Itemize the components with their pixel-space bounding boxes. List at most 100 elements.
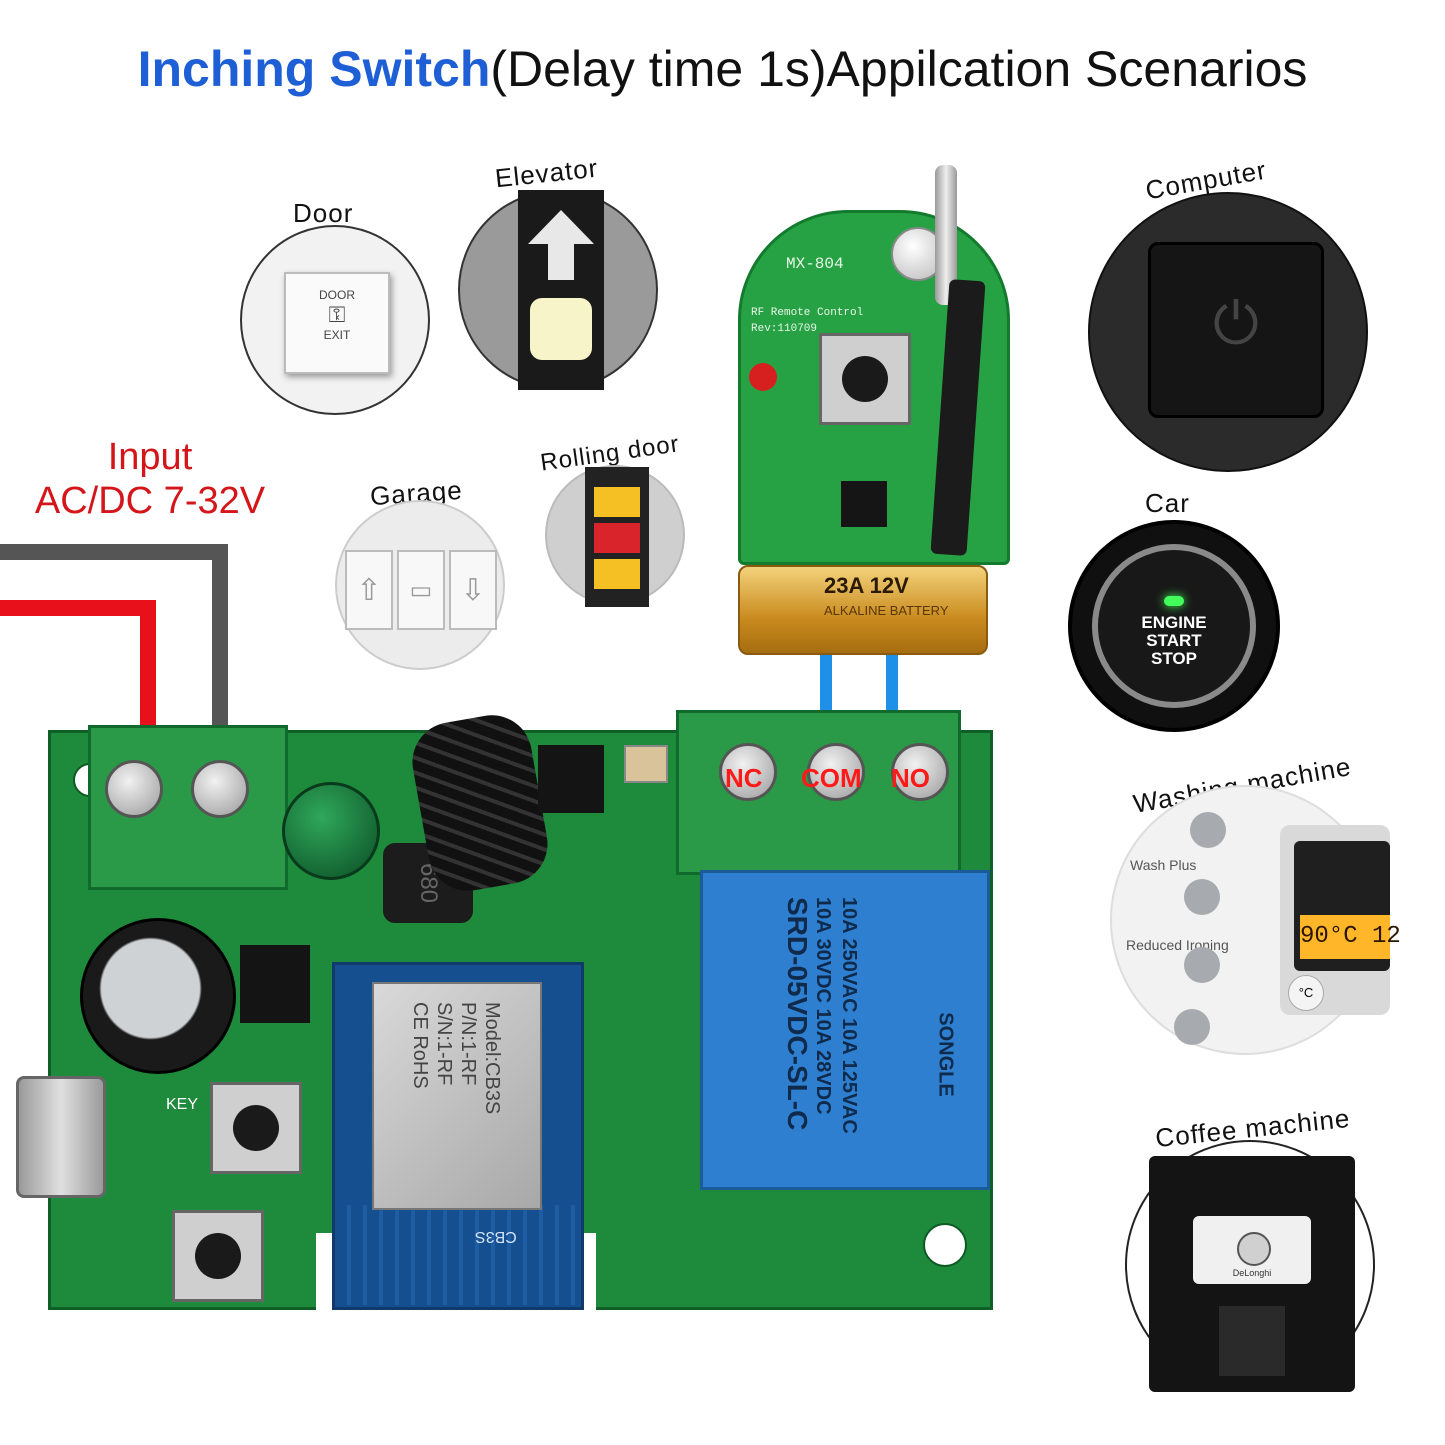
relay-rating-text: 10A 250VAC 10A 125VAC 10A 30VDC 10A 28VD…: [782, 897, 862, 1197]
engine-button-text: ENGINE START STOP: [1098, 614, 1250, 668]
car-circle: ENGINE START STOP: [1068, 520, 1280, 732]
coffee-machine-circle: DeLonghi: [1125, 1140, 1375, 1392]
terminal-label-nc: NC: [725, 763, 763, 793]
engine-text-line2: START: [1146, 631, 1202, 650]
rolling-stop-button: [594, 523, 640, 553]
washer-temp-button: °C: [1288, 975, 1324, 1011]
wifi-module-shield: Model:CB3S P/N:1-RF S/N:1-RF CE RoHS: [372, 982, 542, 1210]
terminal-screw-nc: [719, 743, 777, 801]
coffee-dial-knob: [1237, 1232, 1271, 1266]
key-icon: ⚿: [328, 302, 346, 327]
elevator-label: Elevator: [493, 152, 600, 194]
terminal-label-com: COM: [801, 763, 862, 793]
key-push-button: [210, 1082, 302, 1174]
module-model: Model:CB3S: [481, 1002, 503, 1115]
input-voltage-label: Input AC/DC 7-32V: [20, 435, 280, 523]
module-sn: S/N:1-RF: [433, 1002, 455, 1086]
washer-knob-4: [1174, 1009, 1210, 1045]
elevator-circle: [458, 190, 658, 390]
reset-push-button: [172, 1210, 264, 1302]
songle-relay: 10A 250VAC 10A 125VAC 10A 30VDC 10A 28VD…: [700, 870, 990, 1190]
remote-model: MX-804: [786, 255, 844, 273]
garage-stop-icon: ▭: [397, 550, 445, 630]
battery: 23A 12V ALKALINE BATTERY: [738, 565, 988, 655]
input-label-line2: AC/DC 7-32V: [34, 480, 266, 522]
rolling-door-remote: [585, 467, 649, 607]
elevator-panel: [518, 190, 604, 390]
input-screw-2: [191, 760, 249, 818]
elevator-call-button: [530, 298, 592, 360]
car-label: Car: [1145, 488, 1190, 518]
gray-wire: [0, 544, 228, 730]
power-key: ⏻: [1148, 242, 1324, 418]
module-text: Model:CB3S P/N:1-RF S/N:1-RF CE RoHS: [408, 1002, 504, 1242]
remote-rev: Rev:110709: [751, 323, 818, 335]
power-icon: ⏻: [1213, 291, 1259, 356]
washer-knob-1: [1190, 812, 1226, 848]
washer-lcd-frame: 90°C 12: [1294, 841, 1401, 971]
title-rest: (Delay time 1s)Appilcation Scenarios: [490, 41, 1308, 97]
computer-circle: ⏻: [1088, 192, 1368, 472]
relay-brand: SONGLE: [934, 1012, 957, 1097]
garage-down-arrow-icon: ⇩: [449, 550, 497, 630]
washing-machine-circle: Wash Plus Reduced Ironing 90°C 12 °C: [1110, 785, 1401, 1055]
output-terminal-block: NC COM NO: [676, 710, 961, 875]
relay-line2: 10A 30VDC 10A 28VDC: [812, 897, 834, 1115]
power-wires: [0, 544, 228, 730]
key-label: KEY: [166, 1096, 199, 1113]
washer-knob-2: [1184, 879, 1220, 915]
ic-chip: [240, 945, 310, 1023]
terminal-screw-no: [891, 743, 949, 801]
washer-display-housing: 90°C 12 °C: [1280, 825, 1401, 1015]
washer-option-1: Wash Plus: [1130, 857, 1197, 873]
engine-text-line3: STOP: [1151, 649, 1197, 668]
door-plate-top: DOOR: [319, 288, 355, 302]
engine-text-line1: ENGINE: [1141, 613, 1207, 632]
input-screw-1: [105, 760, 163, 818]
garage-switch-panel: ⇧ ▭ ⇩: [345, 550, 497, 630]
input-terminal-block: [88, 725, 288, 890]
red-wire: [0, 600, 156, 730]
terminal-screw-com: [807, 743, 865, 801]
ic-chip: [538, 745, 604, 813]
garage-circle: ⇧ ▭ ⇩: [335, 500, 505, 670]
capacitor-large: [80, 918, 236, 1074]
door-label: Door: [293, 198, 354, 228]
door-plate-bottom: EXIT: [323, 328, 351, 342]
terminal-label-no: NO: [891, 763, 930, 793]
title-highlight: Inching Switch: [137, 41, 491, 97]
coffee-control-panel: DeLonghi: [1193, 1216, 1311, 1284]
module-pn: P/N:1-RF: [457, 1002, 479, 1086]
coffee-machine-body: DeLonghi: [1149, 1156, 1355, 1392]
rolling-door-circle: [545, 465, 685, 607]
module-cert: CE RoHS: [409, 1002, 431, 1089]
washer-lcd: 90°C 12: [1300, 915, 1401, 959]
crystal-oscillator: [624, 745, 668, 783]
door-exit-plate: DOOR ⚿ EXIT: [284, 272, 390, 374]
rolling-up-button: [594, 487, 640, 517]
rolling-down-button: [594, 559, 640, 589]
battery-label: 23A 12V: [824, 573, 909, 598]
micro-usb-port: [16, 1076, 106, 1198]
engine-indicator-led: [1164, 596, 1184, 606]
washer-knob-3: [1184, 947, 1220, 983]
remote-chip: [841, 481, 887, 527]
capacitor-small: [282, 782, 380, 880]
relay-model: SRD-05VDC-SL-C: [782, 897, 813, 1131]
coffee-spout: [1219, 1306, 1285, 1376]
coffee-brand: DeLonghi: [1232, 1268, 1272, 1278]
remote-push-button: [819, 333, 911, 425]
telescopic-antenna: [935, 165, 957, 305]
engine-button: ENGINE START STOP: [1092, 544, 1256, 708]
input-label-line1: Input: [107, 436, 193, 478]
battery-sub-label: ALKALINE BATTERY: [824, 603, 949, 618]
pcb-antenna-trace: [335, 1205, 581, 1305]
relay-line1: 10A 250VAC 10A 125VAC: [838, 897, 860, 1134]
garage-up-arrow-icon: ⇧: [345, 550, 393, 630]
remote-subtitle: RF Remote Control: [751, 307, 864, 319]
mount-hole: [923, 1223, 967, 1267]
red-led: [749, 363, 777, 391]
up-arrow-icon: [528, 210, 594, 280]
page-title: Inching Switch(Delay time 1s)Appilcation…: [0, 40, 1445, 98]
door-circle: DOOR ⚿ EXIT: [240, 225, 430, 415]
